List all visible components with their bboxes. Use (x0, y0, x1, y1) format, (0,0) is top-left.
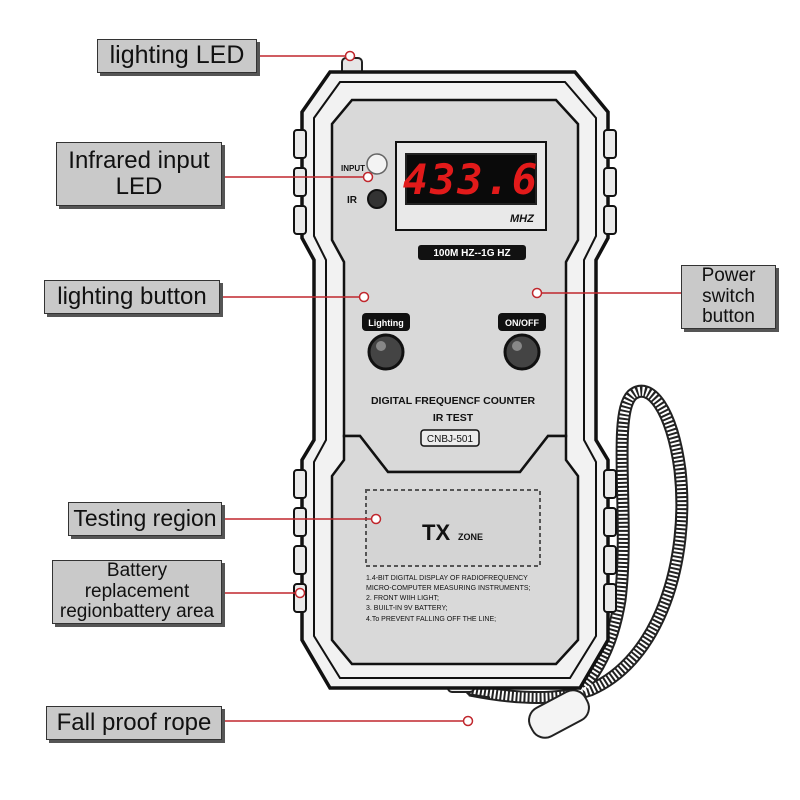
feature-line-1: 1.4-BIT DIGITAL DISPLAY OF RADIOFREQUENC… (366, 575, 528, 582)
range-badge (418, 245, 526, 260)
callout-power-switch: Power switch button (681, 265, 776, 329)
lighting-button-label: Lighting (368, 318, 404, 328)
feature-line-5: 4.To PREVENT FALLING OFF THE LINE; (366, 616, 496, 623)
feature-line-3: 2. FRONT WIIH LIGHT; (366, 595, 439, 602)
tx-zone-label: ZONE (458, 532, 483, 542)
callout-lighting-button: lighting button (44, 280, 220, 314)
ir-label: IR (347, 195, 358, 206)
onoff-button-label: ON/OFF (505, 318, 539, 328)
callout-testing-region: Testing region (68, 502, 222, 536)
callout-fall-proof-rope: Fall proof rope (46, 706, 222, 740)
lighting-button[interactable] (367, 333, 405, 371)
leader-lines (220, 55, 681, 722)
onoff-button-badge (498, 313, 546, 331)
ir-led (367, 189, 387, 209)
lighting-button-badge (362, 313, 410, 331)
tx-zone-box (365, 489, 541, 567)
onoff-button-highlight (512, 341, 522, 351)
range-label: 100M HZ--1G HZ (433, 248, 510, 259)
lighting-button-highlight (376, 341, 386, 351)
onoff-button[interactable] (503, 333, 541, 371)
callout-infrared-led: Infrared input LED (56, 142, 222, 206)
device-title-line2: IR TEST (433, 412, 474, 424)
input-label: INPUT (341, 164, 365, 173)
lcd-readout: 433.6 (402, 154, 540, 204)
model-label: CNBJ-501 (427, 434, 474, 445)
device-title-line1: DIGITAL FREQUENCF COUNTER (371, 395, 536, 407)
lcd-screen (405, 153, 537, 205)
display-unit: MHZ (510, 213, 535, 225)
feature-line-4: 3. BUILT-IN 9V BATTERY; (366, 605, 448, 612)
leader-endpoints (294, 50, 543, 727)
callout-lighting-led: lighting LED (97, 39, 257, 73)
callout-battery-region: Battery replacement regionbattery area (52, 560, 222, 624)
input-led (366, 153, 388, 175)
tx-label: TX (422, 520, 450, 545)
feature-line-2: MICRO-COMPUTER MEASURING INSTRUMENTS; (366, 585, 531, 592)
model-box (420, 429, 480, 447)
